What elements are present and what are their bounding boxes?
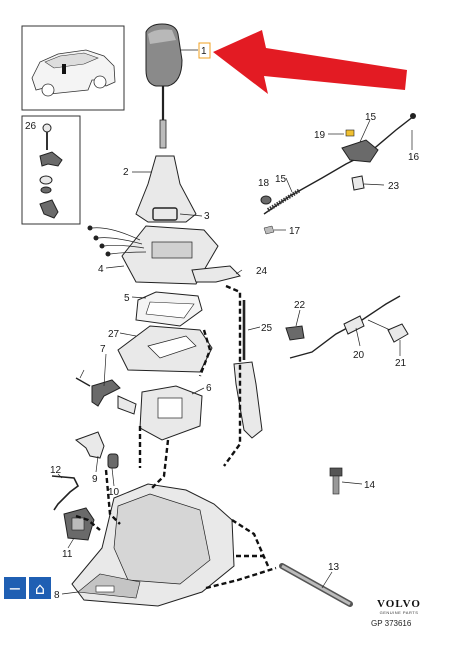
- callout-20: 20: [353, 350, 365, 361]
- bracket-15: [341, 139, 379, 163]
- callout-27: 27: [108, 329, 120, 340]
- callout-7: 7: [100, 344, 106, 355]
- gear-knob: [145, 23, 183, 149]
- selector-rod-25: [233, 300, 263, 439]
- callout-17: 17: [289, 226, 301, 237]
- clip-23: [351, 175, 365, 191]
- clip-19: [345, 129, 355, 137]
- callout-22: 22: [294, 300, 306, 311]
- callout-3: 3: [204, 211, 210, 222]
- detail-inset-26: [21, 115, 81, 225]
- spring-12: [51, 475, 80, 511]
- bracket-24: [191, 265, 241, 283]
- lock-cable-assembly: [285, 295, 409, 359]
- drawing-number: GP 373616: [371, 619, 412, 628]
- clip-9: [74, 431, 105, 459]
- connector-22: [285, 325, 305, 341]
- logo-brand: VOLVO: [377, 598, 421, 610]
- callout-11: 11: [62, 549, 73, 560]
- lever-7: [75, 377, 137, 415]
- grommet-18: [260, 195, 272, 205]
- callout-6: 6: [206, 383, 212, 394]
- callout-26: 26: [25, 121, 37, 132]
- logo-subtitle: GENUINE PARTS: [379, 610, 419, 615]
- callout-23: 23: [388, 181, 400, 192]
- callout-9: 9: [92, 474, 98, 485]
- tag-17: [263, 225, 275, 235]
- callout-24: 24: [256, 266, 268, 277]
- callout-5: 5: [124, 293, 130, 304]
- red-arrow-icon: [213, 30, 407, 94]
- callout-10: 10: [108, 487, 120, 498]
- boot-frame: [152, 207, 178, 221]
- home-icon: ⌂: [34, 578, 46, 598]
- volvo-logo: VOLVO GENUINE PARTS: [371, 598, 427, 615]
- home-button[interactable]: ⌂: [29, 577, 51, 599]
- callout-labels: 1 2 3 4 5 27 6 7 9 10 12 11 8 13 14 24 2…: [25, 46, 420, 601]
- car-inset: [21, 25, 125, 111]
- callout-25: 25: [261, 323, 273, 334]
- leader-lines: [57, 49, 413, 595]
- callout-16: 16: [408, 152, 420, 163]
- bolt-14: [329, 467, 343, 495]
- callout-13: 13: [328, 562, 340, 573]
- connector-21: [387, 323, 409, 343]
- callout-12: 12: [50, 465, 62, 476]
- callout-19: 19: [314, 130, 326, 141]
- callout-18: 18: [258, 178, 270, 189]
- base-housing-8: [71, 483, 235, 607]
- shift-boot: [135, 155, 197, 223]
- shift-cable-assembly: [260, 113, 416, 235]
- assembly-dashed-lines: [75, 284, 277, 590]
- callout-15b: 15: [275, 174, 287, 185]
- callout-21: 21: [395, 358, 407, 369]
- collapse-button[interactable]: −: [4, 577, 26, 599]
- callout-2: 2: [123, 167, 129, 178]
- callout-14: 14: [364, 480, 376, 491]
- callout-8: 8: [54, 590, 60, 601]
- minus-icon: −: [8, 578, 22, 598]
- callout-15a: 15: [365, 112, 377, 123]
- bushing-10: [107, 453, 119, 469]
- callout-4: 4: [98, 264, 104, 275]
- callout-1-highlight: [198, 42, 211, 59]
- callout-1: 1: [201, 46, 207, 57]
- car-icon: [31, 49, 116, 97]
